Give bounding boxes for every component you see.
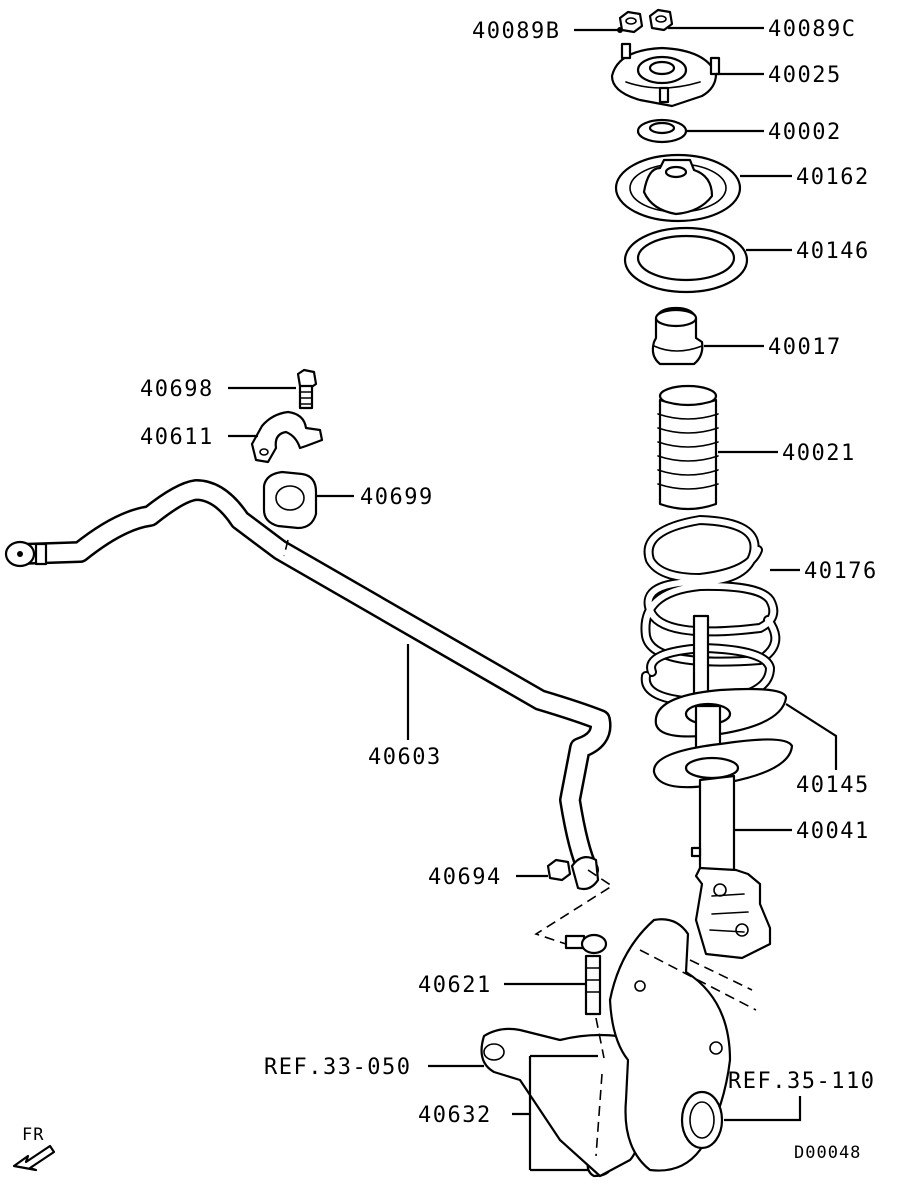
part-40146-spring-pad[interactable] [623, 226, 749, 294]
knuckle-and-lower-arm [480, 918, 732, 1178]
label-40699: 40699 [360, 485, 434, 510]
label-40162: 40162 [796, 165, 870, 190]
strut-piston-rod [692, 614, 710, 702]
label-40021: 40021 [782, 441, 856, 466]
part-40017-bump-stopper[interactable] [651, 306, 704, 366]
part-40145-lower-spring-seat[interactable] [652, 687, 794, 789]
part-40698-bolt[interactable] [296, 368, 318, 410]
label-40017: 40017 [768, 335, 842, 360]
label-40176: 40176 [804, 559, 878, 584]
label-40603: 40603 [368, 745, 442, 770]
part-40089c-nut[interactable] [648, 8, 674, 32]
part-40611-bracket[interactable] [250, 410, 324, 464]
part-40002-bearing[interactable] [636, 118, 688, 144]
label-40145: 40145 [796, 773, 870, 798]
part-40694-nut[interactable] [546, 858, 572, 882]
label-40089c: 40089C [768, 17, 856, 42]
part-40162-upper-spring-seat[interactable] [614, 153, 742, 223]
label-40002: 40002 [768, 120, 842, 145]
part-40021-dust-cover[interactable] [657, 384, 719, 511]
part-40603-stabilizer-bar[interactable] [4, 479, 612, 891]
label-ref-35-110: REF.35-110 [728, 1069, 875, 1094]
label-40025: 40025 [768, 63, 842, 88]
label-40694: 40694 [428, 865, 502, 890]
part-40621-stabilizer-link[interactable] [564, 933, 608, 1016]
label-40621: 40621 [418, 973, 492, 998]
front-direction-arrow-icon [12, 1144, 56, 1172]
diagram-id: D00048 [794, 1143, 861, 1163]
label-40089b: 40089B [472, 19, 560, 44]
label-ref-33-050: REF.33-050 [264, 1055, 411, 1080]
part-40699-bushing[interactable] [262, 470, 318, 530]
label-40698: 40698 [140, 377, 214, 402]
label-40146: 40146 [796, 239, 870, 264]
part-40089b-nut[interactable] [618, 10, 644, 34]
leader-lines [228, 26, 838, 1172]
part-40025-strut-mount[interactable] [610, 42, 721, 108]
part-40176-coil-spring[interactable] [640, 515, 781, 707]
label-40632: 40632 [418, 1103, 492, 1128]
label-40041: 40041 [796, 819, 870, 844]
guide-dashes [283, 539, 757, 1157]
direction-label: FR [22, 1125, 44, 1145]
part-40041-strut[interactable] [690, 774, 772, 960]
label-40611: 40611 [140, 425, 214, 450]
